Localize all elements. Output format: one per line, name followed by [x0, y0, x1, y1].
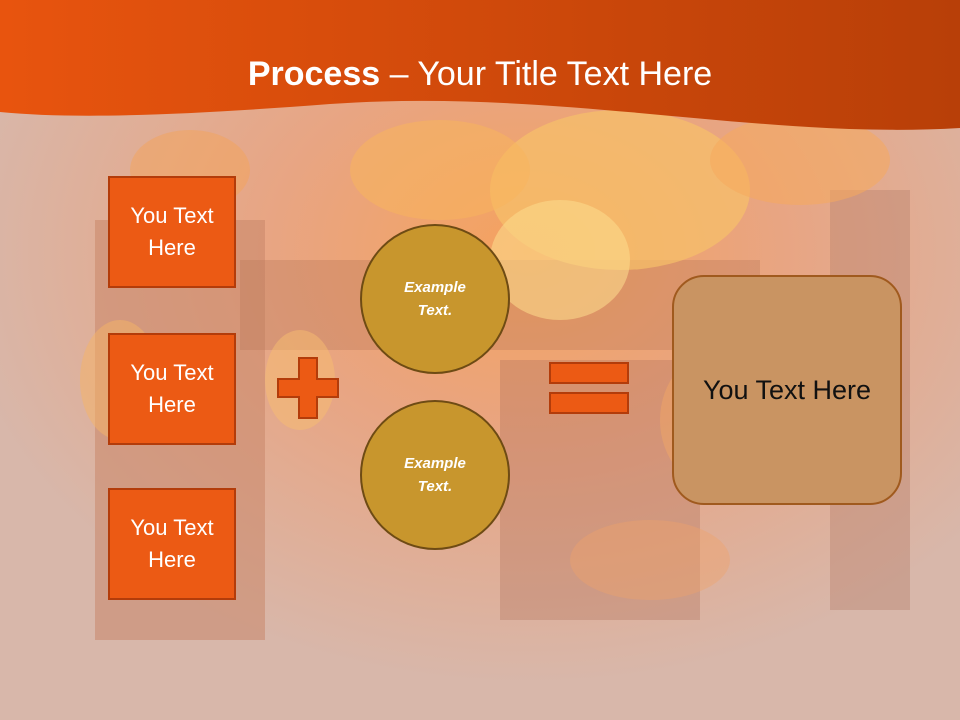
title-banner: [0, 0, 960, 130]
text-box-3[interactable]: You Text Here: [108, 488, 236, 600]
example-circle-2-label: Example Text.: [404, 455, 466, 495]
page-title: Process – Your Title Text Here: [0, 52, 960, 96]
result-box-label: You Text Here: [702, 374, 872, 405]
title-bold: Process: [247, 55, 381, 93]
result-box[interactable]: You Text Here: [672, 275, 902, 505]
example-circle-1[interactable]: Example Text.: [360, 224, 510, 374]
text-box-1[interactable]: You Text Here: [108, 176, 236, 288]
example-circle-2[interactable]: Example Text.: [360, 400, 510, 550]
text-box-3-label: You Text Here: [130, 515, 214, 572]
equals-icon: [549, 362, 629, 414]
text-box-2[interactable]: You Text Here: [108, 333, 236, 445]
text-box-1-label: You Text Here: [130, 203, 214, 260]
example-circle-1-label: Example Text.: [404, 279, 466, 319]
text-box-2-label: You Text Here: [130, 360, 214, 417]
plus-icon: [277, 357, 339, 419]
title-rest: – Your Title Text Here: [380, 55, 713, 93]
